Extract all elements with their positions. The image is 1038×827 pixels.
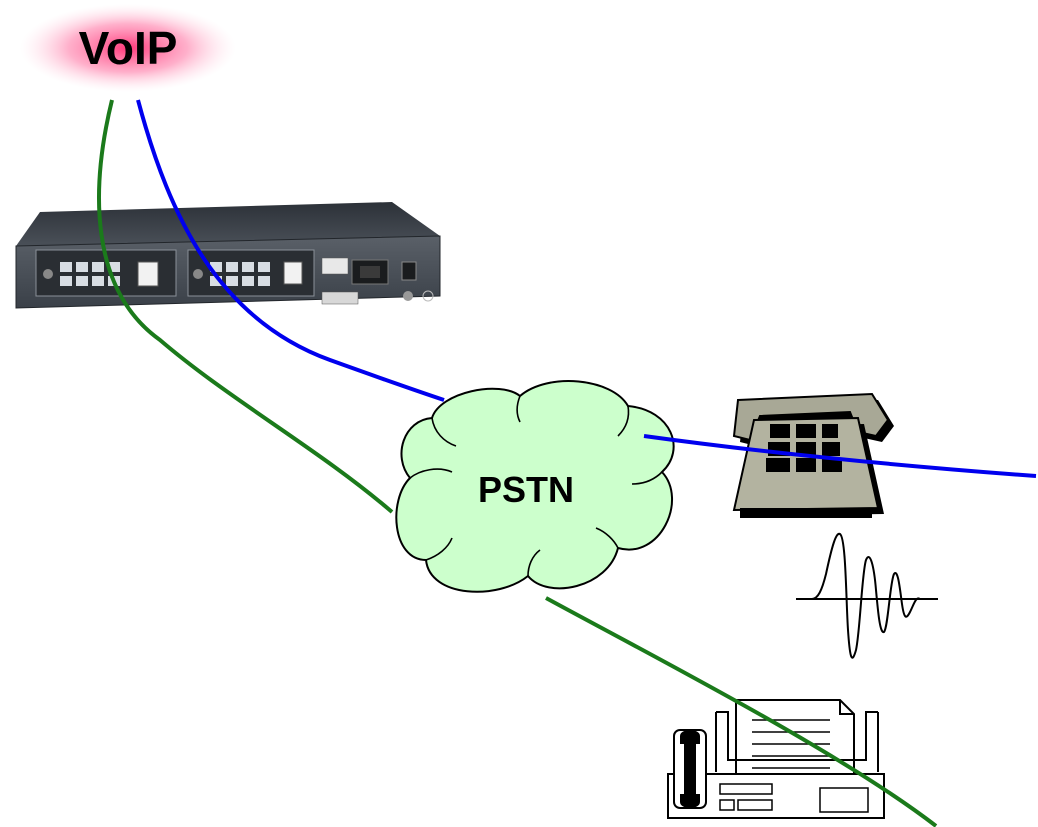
voip-gateway-device xyxy=(15,202,441,309)
telephone-icon xyxy=(732,392,894,518)
voip-glow xyxy=(20,4,236,92)
pstn-cloud: PSTN xyxy=(395,380,675,593)
voip-label-group: VoIP xyxy=(20,4,236,92)
pstn-label: PSTN xyxy=(478,469,574,510)
voip-label: VoIP xyxy=(79,22,178,74)
fax-connection-line xyxy=(97,99,394,514)
fax-connection-line-fax xyxy=(545,596,938,827)
fax-machine-icon xyxy=(667,699,885,819)
voice-connection-line-phone xyxy=(643,434,1037,478)
voice-connection-line xyxy=(136,99,445,402)
signal-waveform-icon xyxy=(796,532,938,659)
